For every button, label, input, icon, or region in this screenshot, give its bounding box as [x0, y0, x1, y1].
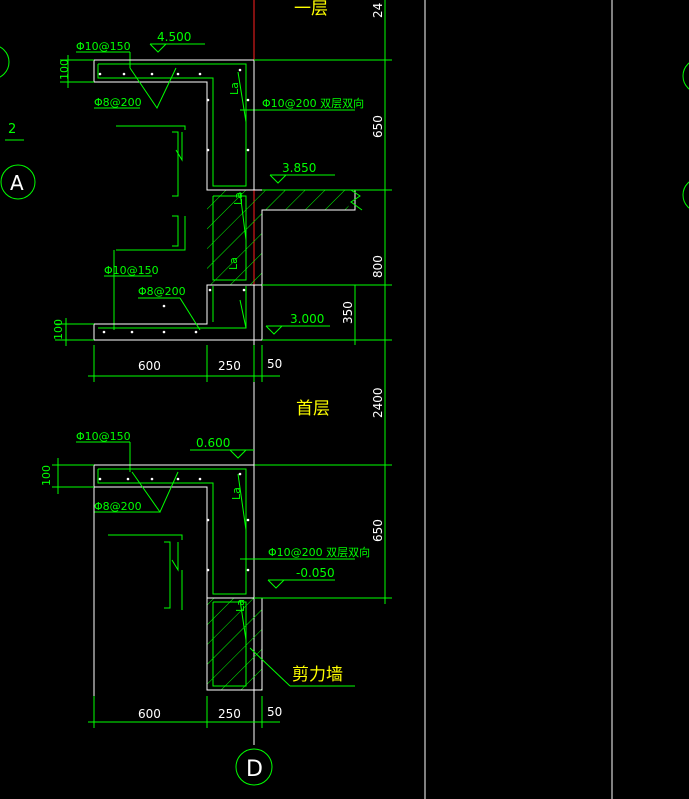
dim-650-bottom: 650: [371, 519, 385, 542]
anchor-la-3: La: [227, 257, 240, 270]
rebar-top-bottom: Φ10@150: [76, 430, 131, 443]
rebar-dots-section-b: [98, 472, 250, 572]
rebar-dist: Φ8@200: [94, 96, 142, 109]
dim-100-bottom: 100: [52, 319, 65, 340]
dim-650-top: 650: [371, 115, 385, 138]
dim-2400: 2400: [371, 387, 385, 418]
dim-50-bottom: 50: [267, 705, 282, 719]
canopy-outline-bottom: [93, 464, 255, 599]
elevation-3000: 3.000: [290, 312, 324, 326]
dim-100-section-b: 100: [40, 465, 53, 486]
dim-600-bottom: 600: [138, 707, 161, 721]
rebar-lower: Φ10@150: [104, 264, 159, 277]
rebar-dots-top: [98, 68, 250, 152]
mark-2: 2: [8, 122, 16, 137]
dim-600-top: 600: [138, 359, 161, 373]
dim-50-top: 50: [267, 357, 282, 371]
beam-hatch-top: [254, 190, 355, 285]
elevation-3850: 3.850: [282, 161, 316, 175]
anchor-la-b2: La: [234, 599, 247, 612]
axis-bubble-right-partial-1: [682, 62, 689, 90]
rebar-dist-bottom: Φ8@200: [94, 500, 142, 513]
rebar-wall: Φ10@200 双层双向: [262, 96, 364, 110]
dim-250-top: 250: [218, 359, 241, 373]
axis-bubble-d: [235, 748, 273, 786]
canopy-top-outline: [93, 59, 255, 191]
shear-wall-label: 剪力墙: [292, 665, 343, 685]
axis-bubble-left-partial: [0, 46, 10, 78]
axis-bubble-a: [0, 164, 36, 200]
anchor-la-1: La: [228, 82, 241, 95]
rebar-top: Φ10@150: [76, 40, 131, 53]
rebar-lower-dist: Φ8@200: [138, 285, 186, 298]
dim-24: 24: [371, 3, 385, 18]
axis-bubble-right-partial-2: [682, 181, 689, 209]
anchor-la-2: La: [232, 192, 245, 205]
axis-d-label: D: [246, 757, 263, 782]
anchor-la-b1: La: [230, 487, 243, 500]
wall-hatch-bottom: [207, 598, 262, 690]
elevation-0600: 0.600: [196, 436, 230, 450]
rebar-dots-bottom: [102, 288, 246, 334]
dim-100-top: 100: [58, 59, 71, 80]
dim-350: 350: [341, 301, 355, 324]
elevation-4500: 4.500: [157, 30, 191, 44]
floor-label-ground: 首层: [296, 399, 330, 419]
dim-250-bottom: 250: [218, 707, 241, 721]
elevation-4500-marker: [149, 43, 167, 53]
rebar-wall-bottom: Φ10@200 双层双向: [268, 545, 370, 559]
elevation-minus0050: -0.050: [296, 566, 335, 580]
dim-800: 800: [371, 255, 385, 278]
axis-a-label: A: [10, 171, 24, 195]
floor-label-top: 一层: [294, 0, 328, 19]
